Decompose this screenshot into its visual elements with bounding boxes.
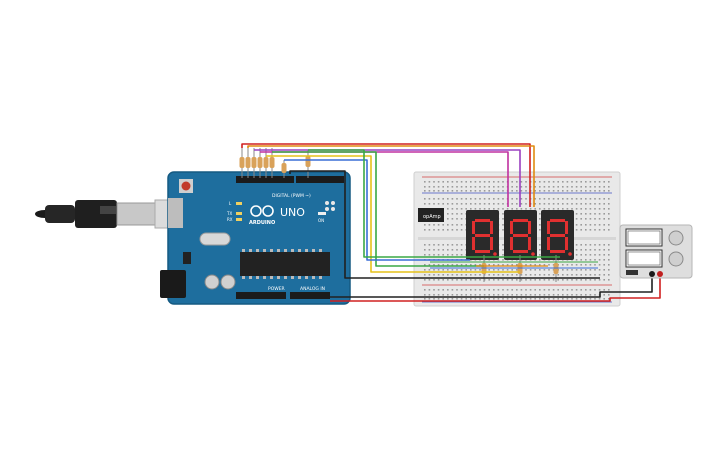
voltage-knob[interactable]: [668, 230, 684, 246]
wire-red: [241, 143, 531, 207]
wire-orange: [247, 145, 535, 207]
arduino-logo-icon: [250, 205, 274, 217]
brand-label: ARDUINO: [249, 220, 275, 226]
power-supply-icon[interactable]: [619, 224, 693, 279]
led-rx: [236, 218, 242, 221]
resistor-icon: [305, 150, 311, 178]
wire-red-2: [330, 276, 661, 302]
analog-header: [290, 292, 330, 299]
led-tx: [236, 212, 242, 215]
icsp-header: [325, 201, 335, 211]
power-label: POWER: [268, 286, 285, 292]
segment-d: [513, 250, 528, 253]
segment-f: [510, 221, 513, 234]
resistor-icon: [269, 148, 275, 178]
segment-b: [565, 221, 568, 234]
usb-port: [168, 198, 183, 228]
atmega-chip: [240, 249, 330, 279]
wire-black: [289, 170, 600, 279]
segment-f: [472, 221, 475, 234]
seven-segment-display-icon: [466, 210, 499, 260]
segment-e: [472, 237, 475, 250]
arduino-board[interactable]: L TX RX ON ARDUINO UNO DIGITAL (PWM ~) P…: [160, 171, 351, 305]
segment-a: [513, 219, 528, 222]
seven-segment-displays: [466, 210, 574, 260]
segment-c: [565, 237, 568, 250]
opamp-chip[interactable]: opAmp: [418, 208, 444, 222]
current-knob[interactable]: [668, 251, 684, 267]
wire-green: [272, 151, 484, 267]
crystal: [199, 232, 231, 246]
segment-c: [490, 237, 493, 250]
segment-d: [550, 250, 565, 253]
resistor-icon: [245, 148, 251, 178]
led-l: [236, 202, 242, 205]
wire-blue: [284, 159, 470, 261]
on-label: ON: [318, 218, 324, 223]
analog-label: ANALOG IN: [300, 286, 325, 292]
pin-resistors: [239, 148, 311, 178]
opamp-label: opAmp: [423, 214, 441, 220]
reset-button[interactable]: [179, 179, 193, 193]
digital-label: DIGITAL (PWM ~): [272, 193, 311, 199]
wire-yellow: [266, 155, 520, 273]
positive-terminal[interactable]: [657, 271, 663, 277]
tx-label: TX: [226, 211, 232, 216]
power-header: [236, 292, 286, 299]
segment-e: [510, 237, 513, 250]
segment-b: [528, 221, 531, 234]
segment-e: [547, 237, 550, 250]
segment-g: [513, 234, 528, 237]
capacitor-2: [220, 274, 236, 290]
power-jack: [160, 270, 186, 298]
seven-segment-display-icon: [541, 210, 574, 260]
segment-b: [490, 221, 493, 234]
segment-c: [528, 237, 531, 250]
rx-label: RX: [227, 217, 233, 222]
resistor-icon: [251, 148, 257, 178]
wire-green-2: [308, 149, 560, 258]
model-label: UNO: [280, 206, 305, 219]
seven-segment-display-icon: [504, 210, 537, 260]
segment-f: [547, 221, 550, 234]
resistor-icon: [239, 148, 245, 178]
decimal-point: [568, 252, 572, 256]
decimal-point: [531, 252, 535, 256]
segment-a: [550, 219, 565, 222]
regulator: [183, 252, 191, 264]
segment-g: [550, 234, 565, 237]
resistor-icon: [263, 148, 269, 178]
digital-header-low: [296, 176, 344, 183]
capacitor-1: [204, 274, 220, 290]
negative-terminal[interactable]: [649, 271, 655, 277]
digital-header-high: [236, 176, 294, 183]
decimal-point: [493, 252, 497, 256]
wires: [241, 143, 661, 302]
segment-a: [475, 219, 490, 222]
led-on: [318, 212, 326, 215]
segment-g: [475, 234, 490, 237]
segment-d: [475, 250, 490, 253]
usb-cable-icon[interactable]: [35, 199, 182, 229]
resistor-icon: [281, 160, 287, 178]
resistor-icon: [257, 148, 263, 178]
l-label: L: [229, 201, 232, 206]
wire-black-2: [330, 276, 653, 298]
